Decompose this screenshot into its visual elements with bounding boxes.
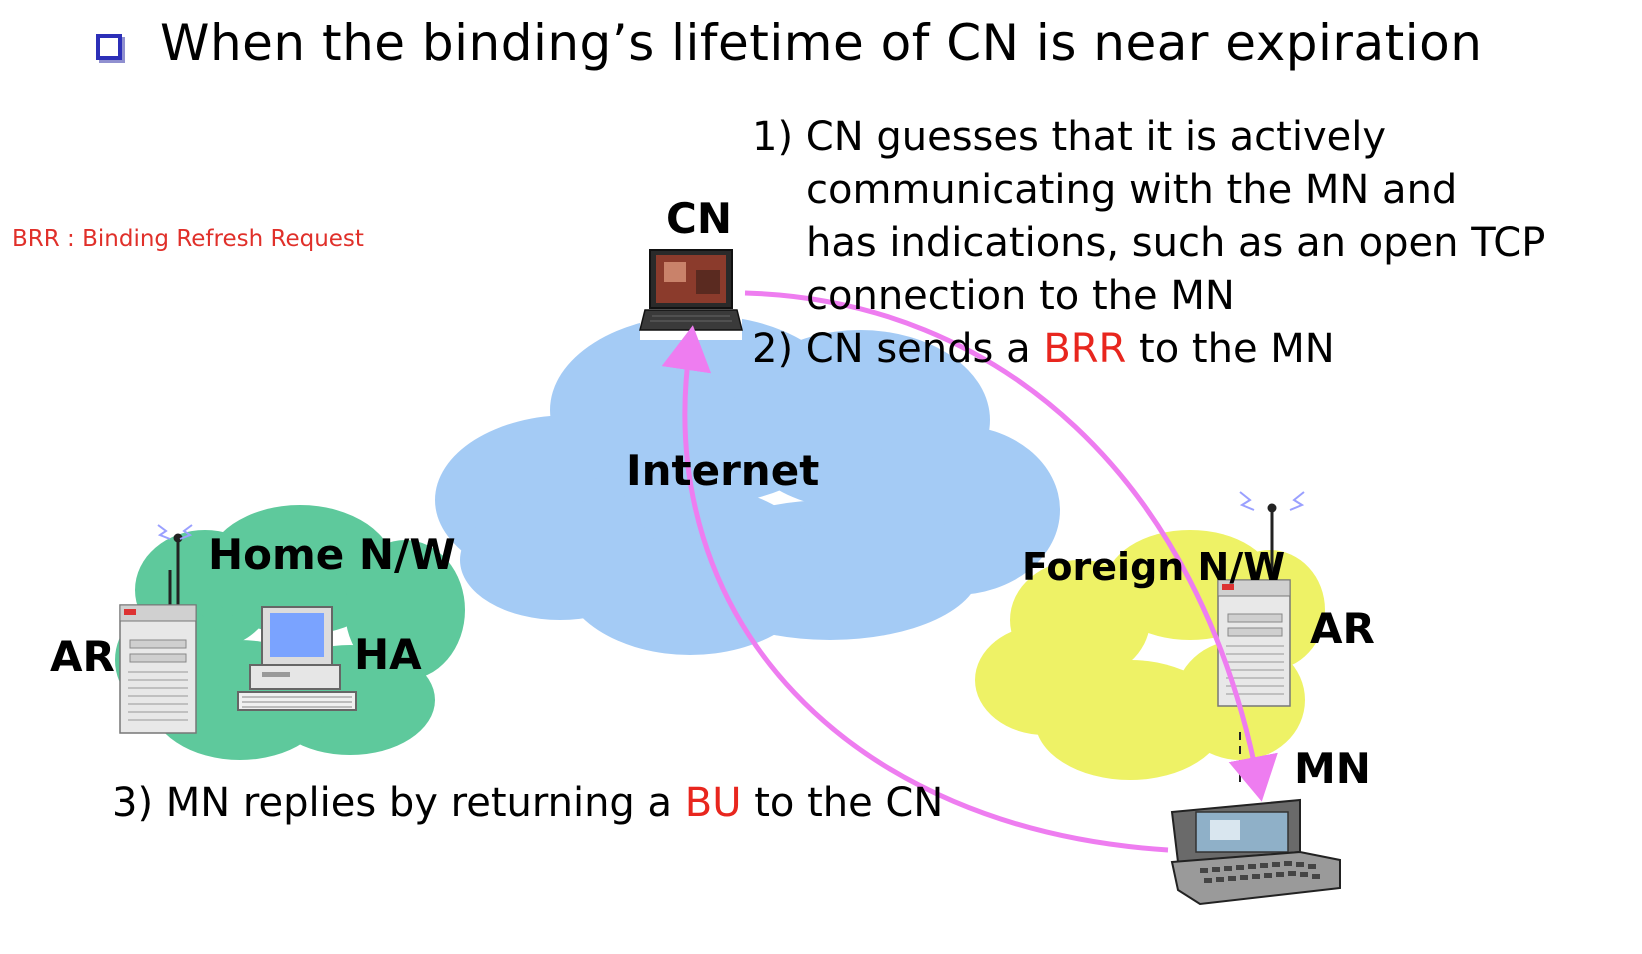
- label-mn: MN: [1294, 744, 1371, 793]
- arrow-brr-cn-to-mn: [744, 290, 1278, 802]
- server-icon-foreign-ar: [1217, 579, 1291, 707]
- label-foreign-nw: Foreign N/W: [1022, 545, 1286, 589]
- step2-prefix: 2) CN sends a: [752, 326, 1044, 372]
- step3-prefix: 3) MN replies by returning a: [112, 780, 685, 826]
- laptop-icon-cn: [639, 244, 743, 340]
- step3-text: 3) MN replies by returning a BU to the C…: [112, 776, 943, 831]
- step1-line4: connection to the MN: [806, 273, 1235, 319]
- antenna-icon-foreign: [1239, 491, 1305, 585]
- step1-line1: 1) CN guesses that it is actively: [752, 114, 1387, 160]
- server-icon-home-ar: [119, 604, 197, 734]
- step2-text: 2) CN sends a BRR to the MN: [752, 322, 1335, 377]
- step3-highlight-bu: BU: [684, 780, 742, 826]
- label-ha: HA: [354, 630, 422, 679]
- label-ar-home: AR: [50, 632, 115, 681]
- desktop-computer-icon-ha: [237, 606, 357, 711]
- communicator-phone-icon-mn: [1170, 798, 1341, 906]
- step1-line2: communicating with the MN and: [806, 167, 1458, 213]
- arrow-bu-mn-to-cn: [661, 325, 1169, 853]
- label-internet: Internet: [626, 446, 820, 495]
- label-ar-foreign: AR: [1310, 604, 1375, 653]
- step1-line3: has indications, such as an open TCP: [806, 220, 1546, 266]
- step2-suffix: to the MN: [1126, 326, 1335, 372]
- step2-highlight-brr: BRR: [1043, 326, 1127, 372]
- label-home-nw: Home N/W: [208, 530, 456, 579]
- antenna-icon-home: [157, 524, 193, 610]
- slide-title: When the binding’s lifetime of CN is nea…: [160, 14, 1483, 72]
- label-cn: CN: [666, 194, 732, 243]
- internet-cloud: [435, 315, 1060, 655]
- step3-suffix: to the CN: [741, 780, 944, 826]
- checkbox-bullet-icon: [96, 34, 122, 60]
- legend-brr: BRR : Binding Refresh Request: [12, 226, 364, 252]
